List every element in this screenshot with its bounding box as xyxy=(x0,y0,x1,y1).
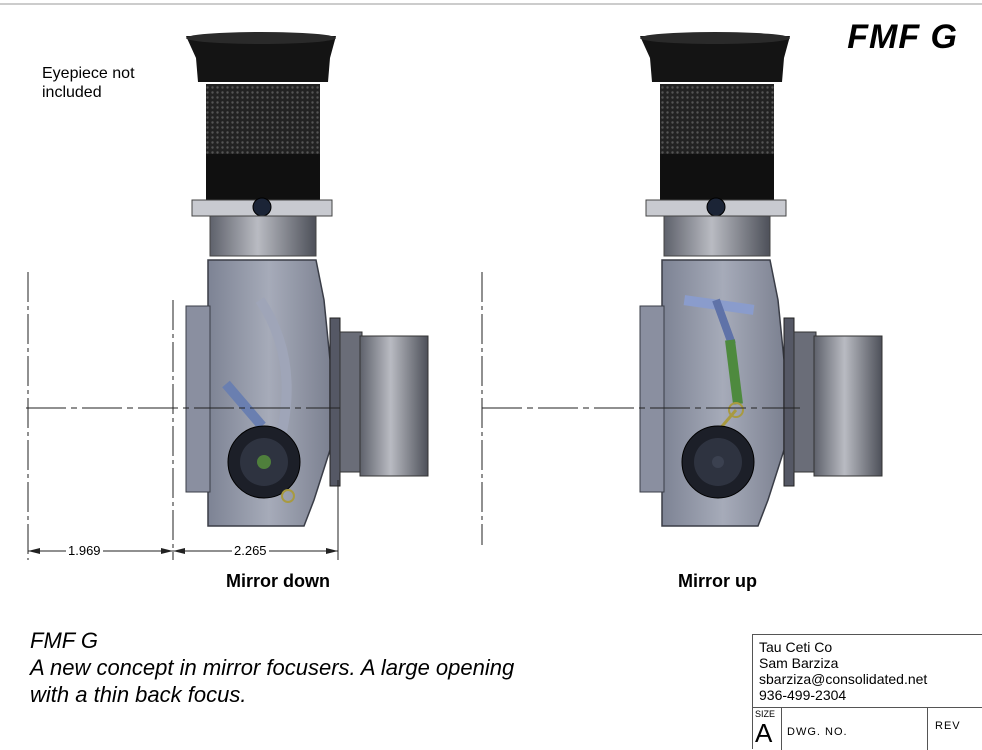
drawtube xyxy=(813,335,883,477)
adapter xyxy=(209,215,317,257)
description-line: A new concept in mirror focusers. A larg… xyxy=(30,655,515,680)
description-line: with a thin back focus. xyxy=(30,682,247,707)
company-name: Tau Ceti Co xyxy=(759,639,833,655)
size-value: A xyxy=(755,718,773,748)
eyecup xyxy=(640,36,790,82)
title-block-info: Tau Ceti Co Sam Barziza sbarziza@consoli… xyxy=(759,639,927,703)
caption-mirror-up: Mirror up xyxy=(678,571,757,591)
eyepiece-note: Eyepiece not included xyxy=(42,64,192,102)
adapter xyxy=(663,215,771,257)
thumbscrew xyxy=(706,197,726,217)
eyepiece-barrel xyxy=(660,154,774,200)
author-phone: 936-499-2304 xyxy=(759,687,847,703)
description: FMF G A new concept in mirror focusers. … xyxy=(30,627,514,708)
divider xyxy=(781,708,782,750)
size-label: SIZE xyxy=(755,709,776,719)
eyepiece-barrel xyxy=(206,154,320,200)
knurled-barrel xyxy=(660,84,774,154)
knurled-barrel xyxy=(206,84,320,154)
rev-label: REV xyxy=(935,720,961,732)
drawtube xyxy=(359,335,429,477)
author-email: sbarziza@consolidated.net xyxy=(759,671,928,687)
focuser-mirror-up xyxy=(639,32,883,527)
thumbscrew xyxy=(252,197,272,217)
dimension-label-a: 1.969 xyxy=(66,543,103,558)
divider xyxy=(927,708,928,750)
eyecup xyxy=(186,36,336,82)
description-line: FMF G xyxy=(30,628,99,653)
drawing-title: FMF G xyxy=(847,18,958,56)
author-name: Sam Barziza xyxy=(759,655,839,671)
note-line: included xyxy=(42,84,102,101)
note-line: Eyepiece not xyxy=(42,65,135,82)
dwg-no-label: DWG. NO. xyxy=(787,726,848,738)
focuser-mirror-down xyxy=(185,32,429,527)
title-block: Tau Ceti Co Sam Barziza sbarziza@consoli… xyxy=(752,634,982,750)
caption-mirror-down: Mirror down xyxy=(226,571,330,591)
dimension-label-b: 2.265 xyxy=(232,543,269,558)
title-block-row: SIZE A DWG. NO. REV xyxy=(753,707,982,750)
